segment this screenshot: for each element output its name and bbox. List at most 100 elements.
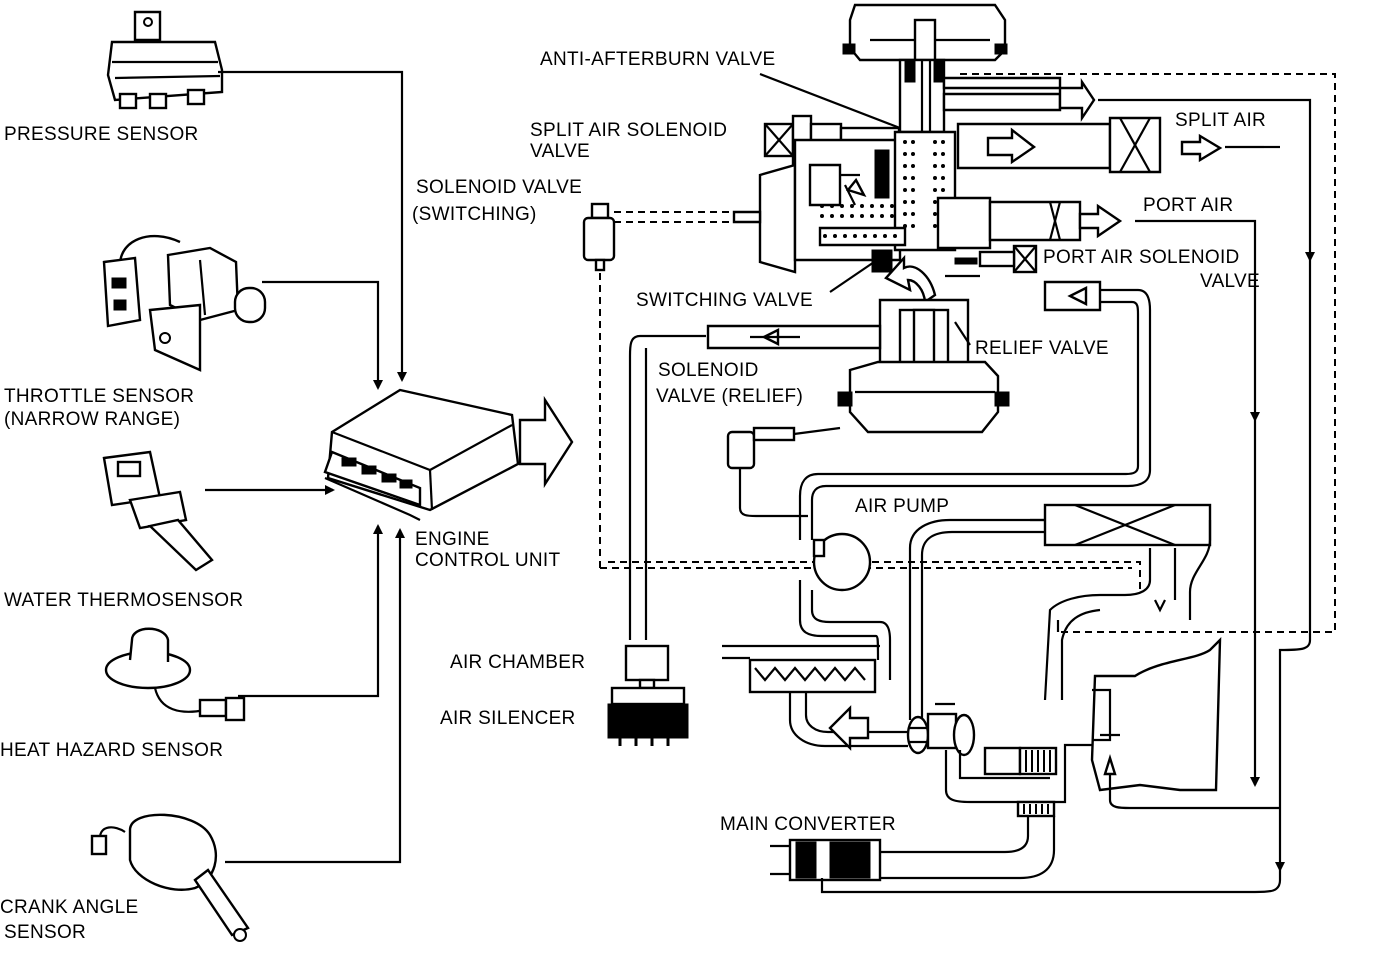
spring-coil (941, 152, 945, 156)
label-leader-lines (759, 72, 971, 346)
spring-coil (911, 176, 915, 180)
spring-coil (850, 204, 854, 208)
pressure-sensor-icon (106, 10, 224, 110)
label-relief-valve: RELIEF VALVE (975, 338, 1109, 359)
spring-coil (941, 188, 945, 192)
spring-coil (870, 204, 874, 208)
spring-coil (933, 224, 937, 228)
spring-coil (863, 234, 867, 238)
label-main-converter: MAIN CONVERTER (720, 814, 896, 835)
spring-coil (903, 224, 907, 228)
spring-coil (893, 234, 897, 238)
spring-coil (903, 164, 907, 168)
spring-coil (860, 214, 864, 218)
spring-coil (880, 214, 884, 218)
label-throttle-sensor-1: THROTTLE SENSOR (4, 386, 194, 407)
spring-coil (933, 188, 937, 192)
relief-passage (628, 324, 882, 640)
switching-flow-arrow (884, 254, 937, 305)
intake-manifold-icon (722, 644, 908, 751)
spring-coil (903, 212, 907, 216)
label-anti-afterburn-valve: ANTI-AFTERBURN VALVE (540, 49, 775, 70)
engine-exhaust-assembly (1030, 260, 1312, 872)
spring-coil (853, 234, 857, 238)
spring-coil (890, 214, 894, 218)
split-air-passages (942, 76, 1315, 262)
spring-coil (903, 200, 907, 204)
label-water-thermosensor: WATER THERMOSENSOR (4, 590, 243, 611)
label-engine-control-unit-2: CONTROL UNIT (415, 550, 560, 571)
main-converter-icon (770, 838, 1282, 894)
label-solenoid-valve-relief-1: SOLENOID (658, 360, 759, 381)
spring-coil (883, 234, 887, 238)
label-crank-angle-sensor-2: SENSOR (4, 922, 86, 943)
spring-coil (911, 164, 915, 168)
spring-coil (840, 214, 844, 218)
label-engine-control-unit-1: ENGINE (415, 529, 490, 550)
air-chamber-icon (624, 644, 670, 690)
spring-coil (880, 204, 884, 208)
exhaust-pipe (880, 743, 1092, 880)
spring-coil (833, 234, 837, 238)
air-silencer-icon (607, 686, 689, 746)
solenoid-valve-relief-icon (726, 426, 841, 518)
spring-coil (941, 164, 945, 168)
spring-coil (830, 214, 834, 218)
spring-coil (911, 152, 915, 156)
spring-coil (823, 234, 827, 238)
spring-coil (911, 188, 915, 192)
spring-coil (903, 152, 907, 156)
label-solenoid-valve-relief-2: VALVE (RELIEF) (656, 386, 803, 407)
label-port-air-solenoid-valve-1: PORT AIR SOLENOID (1043, 247, 1240, 268)
spring-coil (941, 140, 945, 144)
label-solenoid-valve-switching-1: SOLENOID VALVE (416, 177, 582, 198)
spring-coil (830, 204, 834, 208)
label-port-air: PORT AIR (1143, 195, 1233, 216)
spring-coil (820, 214, 824, 218)
spring-coil (933, 164, 937, 168)
label-air-chamber: AIR CHAMBER (450, 652, 585, 673)
label-air-silencer: AIR SILENCER (440, 708, 576, 729)
spring-coil (903, 140, 907, 144)
spring-coil (850, 214, 854, 218)
engine-control-unit-icon (323, 388, 520, 521)
label-split-air-solenoid-valve-1: SPLIT AIR SOLENOID (530, 120, 727, 141)
spring-coil (941, 176, 945, 180)
label-crank-angle-sensor-1: CRANK ANGLE (0, 897, 138, 918)
water-thermosensor-icon (102, 450, 214, 572)
spring-coil (911, 224, 915, 228)
spring-coil (860, 204, 864, 208)
spring-coil (870, 214, 874, 218)
spring-coil (911, 140, 915, 144)
port-air-passages (936, 196, 1260, 422)
ecu-output-arrow (518, 395, 574, 489)
check-valve-icon (906, 702, 976, 757)
spring-coil (843, 234, 847, 238)
label-switching-valve: SWITCHING VALVE (636, 290, 813, 311)
spring-coil (911, 200, 915, 204)
spring-coil (903, 176, 907, 180)
solenoid-valve-switching-icon (582, 202, 616, 272)
spring-coil (903, 188, 907, 192)
sensor-signal-lines (205, 70, 407, 864)
spring-coil (820, 204, 824, 208)
heat-hazard-sensor-icon (104, 627, 246, 722)
spring-coil (911, 212, 915, 216)
label-throttle-sensor-2: (NARROW RANGE) (4, 409, 180, 430)
label-pressure-sensor: PRESSURE SENSOR (4, 124, 199, 145)
anti-afterburn-valve-icon (842, 3, 1008, 135)
label-heat-hazard-sensor: HEAT HAZARD SENSOR (0, 740, 223, 761)
port-air-solenoid-valve-icon (945, 244, 1038, 278)
pump-supply-passage (798, 280, 1152, 540)
spring-coil (933, 140, 937, 144)
label-split-air: SPLIT AIR (1175, 110, 1266, 131)
label-air-pump: AIR PUMP (855, 496, 949, 517)
relief-valve-icon (837, 298, 1010, 434)
spring-coil (933, 200, 937, 204)
spring-coil (933, 212, 937, 216)
label-solenoid-valve-switching-2: (SWITCHING) (412, 204, 537, 225)
diagram-labels: PRESSURE SENSOR THROTTLE SENSOR (NARROW … (0, 49, 1266, 943)
label-split-air-solenoid-valve-2: VALVE (530, 141, 590, 162)
air-pump-icon (798, 518, 1045, 720)
